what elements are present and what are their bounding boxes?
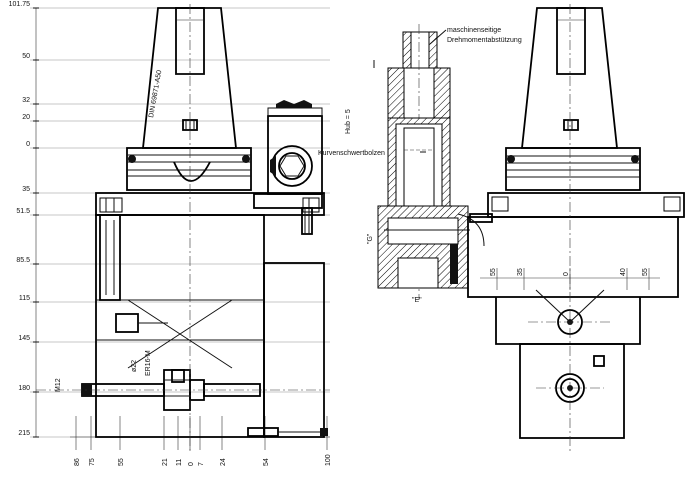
- dim-label: 0: [563, 272, 570, 276]
- section-e-label: "E": [412, 297, 422, 304]
- dim-label: 55: [642, 268, 649, 276]
- dim-label: 215: [18, 430, 30, 437]
- dim-label: 7: [198, 462, 205, 466]
- dim-label: 11: [176, 459, 183, 466]
- dim-label: 35: [22, 186, 30, 193]
- dim-label: 40: [620, 268, 627, 276]
- dim-label: 85.5: [16, 257, 30, 264]
- dim-label: 24: [220, 458, 227, 466]
- right-view: 55 35 0 40 55: [467, 4, 685, 452]
- callout-torque-1: maschinenseitige: [447, 27, 501, 34]
- size-label: M12: [55, 378, 62, 392]
- callout-torque-2: Drehmomentabstützung: [447, 37, 522, 44]
- dim-label: 32: [22, 97, 30, 104]
- dim-label: 180: [18, 385, 30, 392]
- dim-label: 145: [18, 335, 30, 342]
- callout-cam-pin: Kurvenschwertbolzen: [318, 150, 385, 157]
- left-vertical-ticks: 101.75 50 32 20 0 35 51.5 85.5 115 145 180 215: [9, 1, 330, 438]
- dim-label: 0: [188, 462, 195, 466]
- dim-label: 54: [263, 458, 270, 466]
- dim-label: 86: [74, 458, 81, 466]
- dim-label: 100: [325, 454, 332, 466]
- section-g-label: "G": [367, 233, 374, 244]
- center-view: maschinenseitige Drehmomentabstützung Ku…: [318, 24, 522, 304]
- dim-label: 115: [19, 295, 30, 302]
- dim-label: 20: [22, 114, 30, 121]
- diameter-label: ø22: [131, 360, 138, 372]
- dim-label: 0: [26, 141, 30, 148]
- stroke-label: Hub = 5: [345, 109, 352, 134]
- right-horizontal-ticks: 55 35 0 40 55: [490, 268, 650, 290]
- dim-label: 101.75: [9, 1, 31, 8]
- dim-label: 51.5: [16, 208, 30, 215]
- dim-label: 55: [118, 458, 125, 466]
- dim-label: 55: [490, 268, 497, 276]
- dim-label: 50: [22, 53, 30, 60]
- dim-label: 35: [517, 268, 524, 276]
- dim-label: 21: [162, 458, 169, 466]
- dim-label: 75: [89, 458, 96, 466]
- thread-label: ER16-M: [145, 350, 152, 376]
